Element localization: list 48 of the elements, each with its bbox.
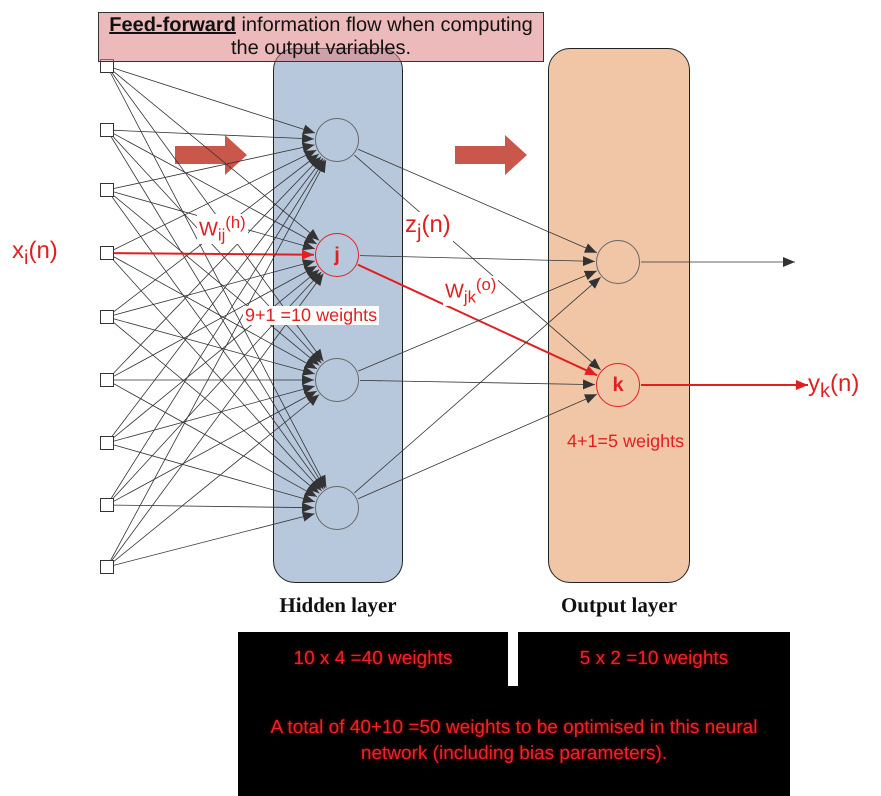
arrow [112,273,324,560]
arrow [114,259,316,316]
note-box: Feed-forward information flow when computing the output variables. [98,12,544,62]
arrow [114,384,316,442]
arrow [114,130,314,144]
arrow [114,269,320,438]
arrow [640,257,796,267]
arrow [114,142,315,189]
arrow [114,444,316,504]
arrow [114,250,314,260]
arrow [110,72,327,488]
input-node [100,310,114,324]
weight-count-box: 10 x 4 =40 weights [238,632,508,686]
arrow [114,133,318,244]
arrow [110,160,326,560]
arrow [114,502,314,513]
arrow [114,375,314,385]
input-node [100,560,114,574]
input-node [100,373,114,387]
arrow [360,255,596,266]
arrow [114,71,320,241]
arrow [114,512,316,566]
arrow [641,380,808,390]
layer-heading: Output layer [560,593,678,619]
weight-count-box: 5 x 2 =10 weights [518,632,790,686]
node-label: z$_{j}$(n) [403,212,453,243]
arrow [360,379,596,390]
layer-heading: Hidden layer [278,593,398,619]
arrow [114,195,320,366]
arrow [114,318,316,376]
arrow [358,394,598,500]
arrow [358,148,598,254]
input-node [100,59,114,73]
input-node [100,183,114,197]
arrow [114,394,320,562]
weight-count-box: A total of 40+10 =50 weights to be optimised in this neural network (including bias parameters). [238,686,790,796]
arrow [114,322,320,494]
input-node [100,498,114,512]
arrow [112,158,324,436]
node-label: 4+1=5 weights [565,432,686,451]
input-node [100,246,114,260]
input-node [100,436,114,450]
arrow [114,68,316,134]
output-label: y$_{k}$(n) [808,370,880,400]
arrow [114,150,317,250]
arrow [354,276,602,494]
node-label: 9+1 =10 weights [243,306,380,325]
input-node [100,123,114,137]
